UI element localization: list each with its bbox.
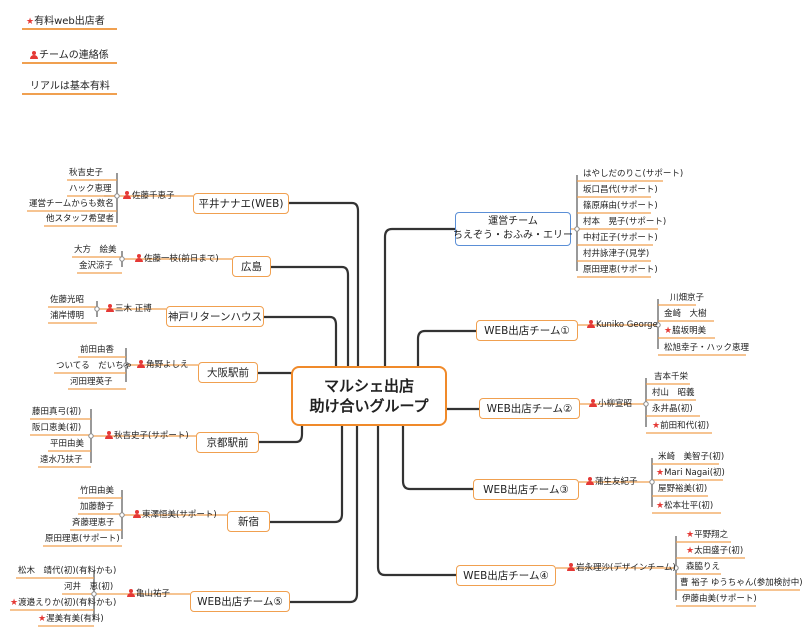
star-icon: ★ [656,501,665,511]
person-icon [106,304,114,312]
contact-label: 佐藤一枝(前日まで) [135,253,219,265]
star-icon: ★ [686,546,695,556]
leaf-member: はやしだのりこ(サポート) [583,169,684,179]
branch-web3[interactable]: WEB出店チーム③ [473,479,579,500]
leaf-member: 佐藤光昭 [50,295,85,305]
person-icon [30,51,38,59]
leaf-member-paid: ★平野翔之 [686,530,729,540]
legend-contact: チームの連絡係 [30,46,109,61]
leaf-member: 曹 裕子 ゆうちゃん(参加検討中) [680,578,803,588]
branch-shinjuku[interactable]: 新宿 [227,511,270,532]
leaf-member: 他スタッフ希望者 [46,214,115,224]
branch-hirai[interactable]: 平井ナナエ(WEB) [193,193,289,214]
branch-kobe[interactable]: 神戸リターンハウス [166,306,264,327]
leaf-member: 大方 絵美 [74,245,117,255]
person-icon [589,399,597,407]
contact-label: 小柳宣昭 [589,398,632,410]
leaf-member: 秋吉史子 [69,168,104,178]
leaf-member: 金沢涼子 [79,261,114,271]
leaf-member: 吉本千栄 [654,372,689,382]
branch-web1[interactable]: WEB出店チーム① [476,320,578,341]
leaf-member: 松木 靖代(初)(有料かも) [18,566,117,576]
leaf-member-paid: ★松本壮平(初) [656,501,714,511]
leaf-member-paid: ★渡邉えりか(初)(有料かも) [10,598,117,608]
branch-hiroshima[interactable]: 広島 [232,256,271,277]
star-icon: ★ [656,468,665,478]
leaf-member: 藤田真弓(初) [32,407,82,417]
central-title-line1: マルシェ出店 [323,377,414,395]
leaf-member: 坂口昌代(サポート) [583,185,658,195]
leaf-member: 原田理恵(サポート) [45,534,120,544]
leaf-member: 松旭幸子・ハック恵理 [664,343,750,353]
leaf-member: 運営チームからも数名 [29,199,114,209]
star-icon: ★ [38,614,47,624]
contact-label: 東澤恒美(サポート) [133,509,217,521]
leaf-member: 前田由香 [80,345,115,355]
star-icon: ★ [10,598,19,608]
contact-label: Kuniko George [587,319,658,331]
person-icon [135,254,143,262]
leaf-member: 河田理英子 [70,377,113,387]
contact-label: 蒲生友紀子 [586,476,638,488]
branch-osaka[interactable]: 大阪駅前 [198,362,258,383]
leaf-member: 金崎 大樹 [664,309,707,319]
leaf-member: 村井詠津子(見学) [583,249,650,259]
leaf-member: ハック恵理 [69,184,112,194]
leaf-member-paid: ★太田盛子(初) [686,546,744,556]
leaf-member: 永井晶(初) [652,404,693,414]
person-icon [587,320,595,328]
leaf-member: 中村正子(サポート) [583,233,658,243]
leaf-member: 阪口恵美(初) [32,423,82,433]
leaf-member: 川畑京子 [670,293,705,303]
person-icon [133,510,141,518]
branch-ops-team[interactable]: 運営チーム ちえぞう・おふみ・エリー [453,212,573,246]
leaf-member: 伊藤由美(サポート) [682,594,757,604]
leaf-member: 浦岸博明 [50,311,85,321]
leaf-member: 加藤静子 [80,502,115,512]
leaf-member: 森脇りえ [686,562,721,572]
leaf-member: ついてる だいちゃ [56,361,133,371]
star-icon: ★ [664,326,673,336]
central-node[interactable]: マルシェ出店 助け合いグループ [291,366,447,426]
person-icon [127,589,135,597]
branch-web4[interactable]: WEB出店チーム④ [456,565,556,586]
star-icon: ★ [652,421,661,431]
branch-web5[interactable]: WEB出店チーム⑤ [190,591,290,612]
leaf-member-paid: ★脇坂明美 [664,326,707,336]
star-icon: ★ [26,17,35,27]
leaf-member-paid: ★Mari Nagai(初) [656,468,725,478]
leaf-member: 屋野裕美(初) [658,484,708,494]
contact-label: 岩永理沙(デザインチーム) [567,562,676,574]
leaf-member: 原田理恵(サポート) [583,265,658,275]
leaf-member: 平田由美 [50,439,85,449]
branch-web2[interactable]: WEB出店チーム② [479,398,580,419]
contact-label: 秋吉史子(サポート) [105,430,189,442]
leaf-member: 米崎 美智子(初) [658,452,725,462]
legend-real-paid: リアルは基本有料 [30,81,110,92]
leaf-member: 遠水乃扶子 [40,455,83,465]
legend-paid-web: ★有料web出店者 [26,16,105,27]
person-icon [105,431,113,439]
leaf-member: 篠原麻由(サポート) [583,201,658,211]
contact-label: 亀山祐子 [127,588,170,600]
person-icon [123,191,131,199]
leaf-member: 村本 晃子(サポート) [583,217,667,227]
star-icon: ★ [686,530,695,540]
contact-label: 三木 正博 [106,303,152,315]
person-icon [567,563,575,571]
contact-label: 佐藤千恵子 [123,190,175,202]
leaf-member-paid: ★渥美有美(有料) [38,614,104,624]
branch-kyoto[interactable]: 京都駅前 [196,432,259,453]
contact-label: 角野よしえ [137,359,189,371]
leaf-member: 斉藤理恵子 [72,518,115,528]
person-icon [586,477,594,485]
leaf-member: 竹田由美 [80,486,115,496]
leaf-member: 河井 恵(初) [64,582,114,592]
leaf-member-paid: ★前田和代(初) [652,421,710,431]
leaf-member: 村山 昭義 [652,388,695,398]
person-icon [137,360,145,368]
central-title-line2: 助け合いグループ [309,397,429,415]
